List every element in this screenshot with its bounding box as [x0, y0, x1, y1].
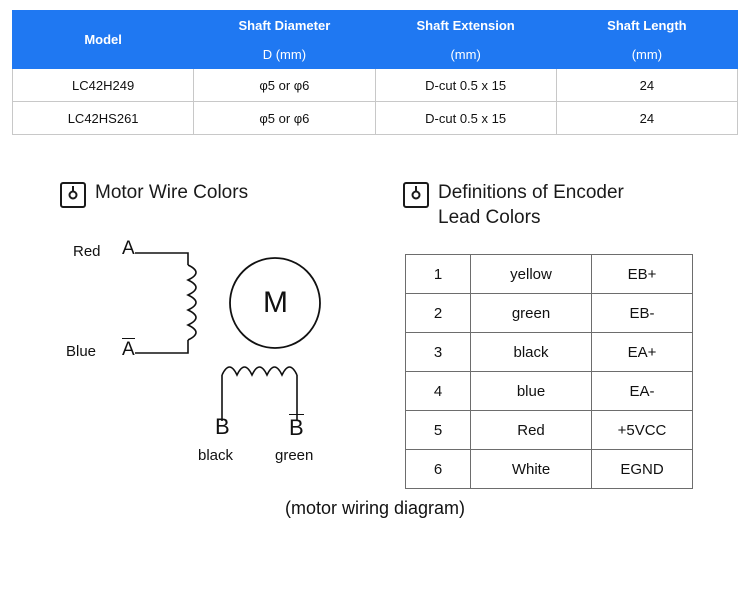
- motor-wiring-diagram: Red A Blue A M B B black green: [60, 225, 390, 465]
- diagram-caption: (motor wiring diagram): [284, 498, 466, 518]
- cell-extension: D-cut 0.5 x 15: [374, 101, 557, 135]
- table-header-row-2: D (mm) (mm) (mm): [13, 39, 739, 69]
- cell-pin-number: 4: [405, 371, 471, 411]
- table-row: LC42HS261 φ5 or φ6 D-cut 0.5 x 15 24: [11, 101, 739, 135]
- cell-pin-number: 2: [405, 293, 471, 333]
- label-phase-a: A: [122, 238, 135, 259]
- coil-phase-a: [186, 264, 197, 341]
- label-blue: Blue: [66, 343, 97, 360]
- encoder-lead-table: 1 yellow EB+ 2 green EB- 3 black EA+ 4 b…: [405, 254, 693, 489]
- table-header-row-1: Model Shaft Diameter Shaft Extension Sha…: [11, 10, 739, 69]
- spec-table-container: Model Shaft Diameter Shaft Extension Sha…: [11, 10, 739, 135]
- label-motor-m: M: [263, 286, 288, 319]
- subheader-diameter-unit: D (mm): [193, 39, 376, 69]
- table-row: 4 blue EA-: [405, 371, 693, 411]
- shaft-spec-table: Model Shaft Diameter Shaft Extension Sha…: [11, 10, 739, 135]
- cell-lead-color: black: [470, 332, 592, 372]
- label-phase-a-bar: A: [122, 338, 135, 360]
- cell-lead-color: yellow: [470, 254, 592, 294]
- cell-signal: EGND: [591, 449, 693, 489]
- encoder-title-line-1: Definitions of Encoder: [438, 182, 624, 203]
- encoder-lead-colors-title: Definitions of Encoder Lead Colors: [438, 180, 624, 230]
- cell-pin-number: 1: [405, 254, 471, 294]
- cell-signal: EB+: [591, 254, 693, 294]
- target-bullet-icon: [60, 182, 86, 208]
- cell-lead-color: green: [470, 293, 592, 333]
- cell-diameter: φ5 or φ6: [193, 101, 376, 135]
- cell-model: LC42H249: [11, 68, 195, 102]
- label-green: green: [275, 447, 314, 464]
- table-row: 5 Red +5VCC: [405, 410, 693, 450]
- coil-phase-b: [221, 366, 298, 377]
- table-row: LC42H249 φ5 or φ6 D-cut 0.5 x 15 24: [11, 68, 739, 102]
- cell-lead-color: White: [470, 449, 592, 489]
- header-shaft-extension: Shaft Extension: [374, 10, 557, 40]
- cell-pin-number: 5: [405, 410, 471, 450]
- encoder-title-line-2: Lead Colors: [438, 207, 541, 228]
- cell-pin-number: 6: [405, 449, 471, 489]
- motor-wire-colors-heading: Motor Wire Colors: [60, 180, 390, 208]
- cell-length: 24: [555, 68, 739, 102]
- table-row: 3 black EA+: [405, 332, 693, 372]
- cell-pin-number: 3: [405, 332, 471, 372]
- subheader-length-unit: (mm): [555, 39, 739, 69]
- encoder-lead-table-container: 1 yellow EB+ 2 green EB- 3 black EA+ 4 b…: [405, 254, 693, 489]
- target-bullet-icon: [403, 182, 429, 208]
- cell-signal: +5VCC: [591, 410, 693, 450]
- table-row: 6 White EGND: [405, 449, 693, 489]
- cell-signal: EB-: [591, 293, 693, 333]
- wire-a-bottom: [135, 340, 189, 354]
- wiring-schematic-svg: [135, 252, 321, 421]
- cell-signal: EA+: [591, 332, 693, 372]
- subheader-extension-unit: (mm): [374, 39, 557, 69]
- encoder-lead-colors-heading: Definitions of Encoder Lead Colors: [403, 180, 733, 230]
- label-phase-b-bar: B: [289, 414, 304, 440]
- label-phase-b: B: [215, 414, 230, 439]
- header-model: Model: [11, 10, 195, 69]
- cell-lead-color: Red: [470, 410, 592, 450]
- cell-model: LC42HS261: [11, 101, 195, 135]
- cell-diameter: φ5 or φ6: [193, 68, 376, 102]
- cell-extension: D-cut 0.5 x 15: [374, 68, 557, 102]
- motor-wire-colors-title: Motor Wire Colors: [95, 182, 249, 203]
- label-black: black: [198, 447, 234, 464]
- wire-a-top: [135, 252, 189, 265]
- header-shaft-diameter: Shaft Diameter: [193, 10, 376, 40]
- table-row: 2 green EB-: [405, 293, 693, 333]
- cell-lead-color: blue: [470, 371, 592, 411]
- motor-body-circle: [229, 257, 321, 349]
- label-red: Red: [73, 243, 101, 260]
- cell-signal: EA-: [591, 371, 693, 411]
- table-row: 1 yellow EB+: [405, 254, 693, 294]
- header-shaft-length: Shaft Length: [555, 10, 739, 40]
- cell-length: 24: [555, 101, 739, 135]
